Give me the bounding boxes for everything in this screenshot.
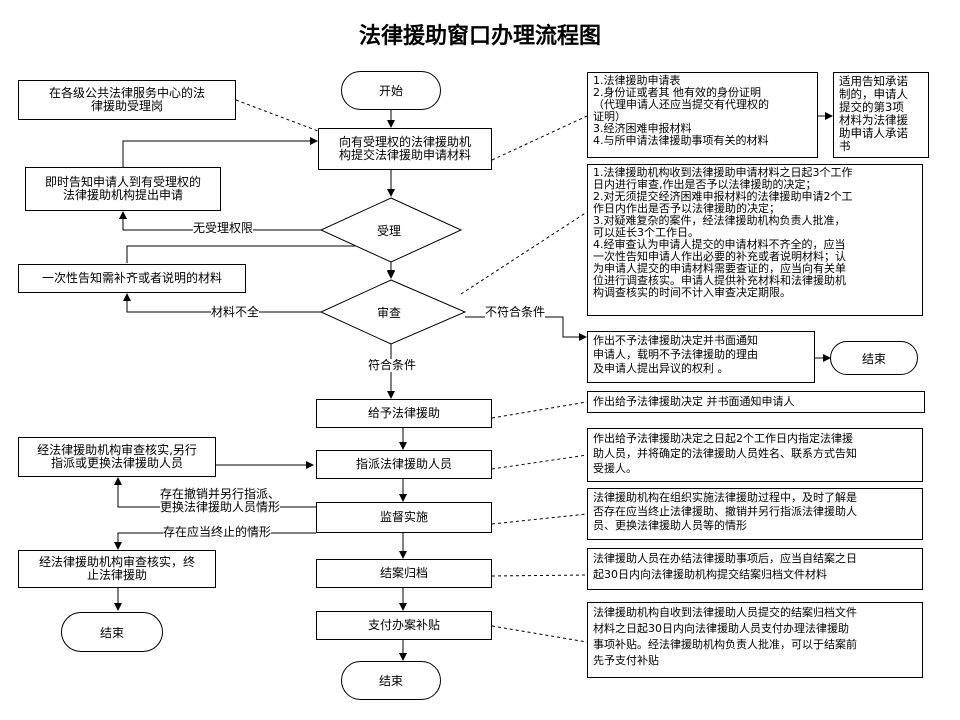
- label-qualified: 符合条件: [368, 358, 417, 372]
- supervise-note: 法律援助机构在组织实施法律援助过程中，及时了解是 否存在应当终止法律援助、撤销并…: [587, 488, 923, 540]
- left-end-node: 结束: [61, 612, 163, 652]
- label-terminate: 存在应当终止的情形: [163, 525, 272, 539]
- submit-application-step: 向有受理权的法律援助机 构提交法律援助申请材料: [318, 128, 492, 170]
- arrow-incomplete: [123, 293, 331, 313]
- dashed-assign-note: [491, 454, 588, 470]
- grant-aid-step: 给予法律援助: [316, 399, 492, 428]
- label-no-authority: 无受理权限: [193, 221, 254, 235]
- materials-note: 1.法律援助申请表 2.身份证或者其 他有效的身份证明 （代理申请人还应当提交有…: [587, 72, 818, 158]
- page-title: 法律援助窗口办理流程图: [358, 23, 601, 49]
- accept-diamond-shape: [319, 197, 463, 263]
- supervise-step: 监督实施: [316, 502, 492, 533]
- archive-step: 结案归档: [316, 559, 492, 588]
- arrow-notify-to-submit: [122, 137, 318, 167]
- dashed-submit-materials: [491, 115, 588, 161]
- dashed-grant-note: [491, 401, 588, 419]
- pay-note: 法律援助机构自收到法律援助人员提交的结案归档文件 材料之日起30日内向法律援助人…: [587, 602, 923, 678]
- assign-personnel-step: 指派法律援助人员: [316, 450, 492, 479]
- label-revoke-reassign: 存在撤销并另行指派、 更换法律援助人员情形: [160, 487, 281, 514]
- refusal-end-node: 结束: [830, 341, 918, 375]
- arrow-supplement-loop: [126, 245, 391, 263]
- dashed-supervise-note: [491, 513, 588, 525]
- dashed-archive-note: [491, 574, 588, 577]
- accept-decision: 受理: [377, 224, 402, 238]
- grant-note: 作出给予法律援助决定 并书面通知申请人: [587, 391, 925, 413]
- review-decision: 审查: [377, 306, 402, 320]
- end-node: 结束: [341, 661, 441, 700]
- arrow-not-qualified: [465, 316, 587, 341]
- arrow-no-authority: [119, 211, 331, 231]
- dashed-window-post: [235, 99, 319, 132]
- label-not-qualified: 不符合条件: [485, 305, 546, 319]
- dashed-pay-note: [491, 625, 588, 643]
- assign-note: 作出给予法律援助决定之日起2个工作日内指定法律援 助人员，并将确定的法律援助人员…: [587, 428, 923, 482]
- review-rules-note: 1.法律援助机构收到法律援助申请材料之日起3个工作 日内进行审查,作出是否予以法…: [587, 164, 923, 316]
- refusal-note: 作出不予法律援助决定并书面通知 申请人，载明不予法律援助的理由 及申请人提出异议…: [587, 331, 815, 383]
- start-node: 开始: [341, 71, 441, 110]
- label-incomplete: 材料不全: [211, 305, 260, 319]
- dashed-review-rules: [460, 211, 588, 295]
- review-diamond-shape: [319, 279, 467, 345]
- recheck-replace-box: 经法律援助机构审查核实,另行 指派或更换法律援助人员: [18, 437, 216, 477]
- window-post-box: 在各级公共法律服务中心的法 律援助受理岗: [18, 80, 236, 120]
- recheck-terminate-box: 经法律援助机构审查核实，终 止法律援助: [18, 550, 216, 588]
- promise-note: 适用告知承诺 制的，申请人 提交的第3项 材料为法律援 助申请人承诺 书: [833, 72, 929, 158]
- pay-subsidy-step: 支付办案补贴: [316, 611, 492, 640]
- notify-supplement-box: 一次性告知需补齐或者说明的材料: [18, 264, 246, 293]
- archive-note: 法律援助人员在办结法律援助事项后，应当自结案之日 起30日内向法律援助机构提交结…: [587, 548, 923, 590]
- notify-authority-box: 即时告知申请人到有受理权的 法律援助机构提出申请: [25, 167, 221, 211]
